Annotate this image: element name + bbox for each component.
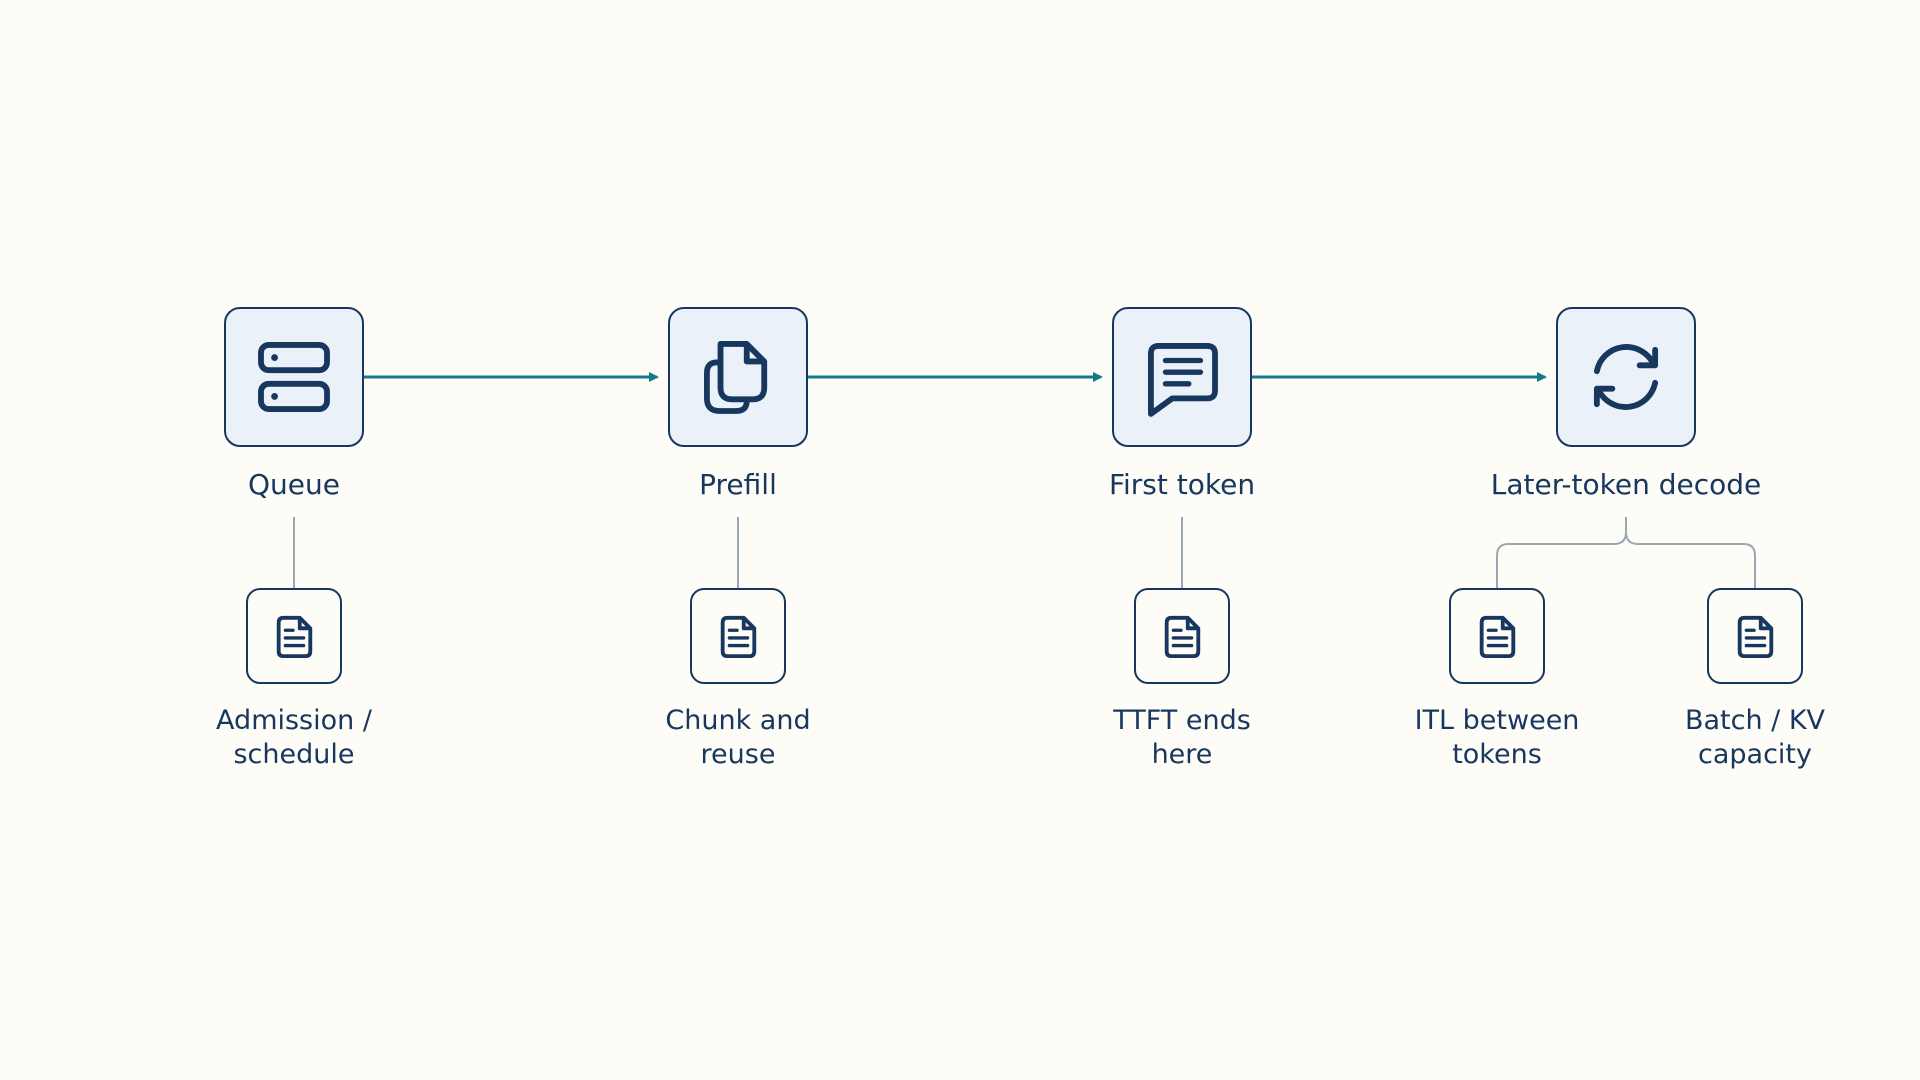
note-label-chunk-and-reuse: Chunk and reuse bbox=[665, 704, 810, 772]
note-itl-between-tokens bbox=[1449, 588, 1545, 684]
note-label-line: tokens bbox=[1452, 739, 1542, 770]
document-icon bbox=[720, 615, 757, 659]
note-label-line: Admission / bbox=[216, 705, 372, 736]
document-icon bbox=[1479, 615, 1516, 659]
note-label-line: capacity bbox=[1698, 739, 1812, 770]
note-label-batch-kv-capacity: Batch / KV capacity bbox=[1685, 704, 1825, 772]
document-icon bbox=[1737, 615, 1774, 659]
connector-decode-bracket bbox=[1496, 517, 1756, 588]
note-batch-kv-capacity bbox=[1707, 588, 1803, 684]
stage-prefill bbox=[668, 307, 808, 447]
stage-first-token bbox=[1112, 307, 1252, 447]
note-ttft-ends-here bbox=[1134, 588, 1230, 684]
note-admission-schedule bbox=[246, 588, 342, 684]
note-label-ttft-ends-here: TTFT ends here bbox=[1113, 704, 1251, 772]
stage-later-token-decode bbox=[1556, 307, 1696, 447]
stage-label-later-token-decode: Later-token decode bbox=[1490, 468, 1762, 501]
chat-icon bbox=[1147, 343, 1218, 417]
note-label-line: TTFT ends bbox=[1113, 705, 1251, 736]
note-label-admission-schedule: Admission / schedule bbox=[216, 704, 372, 772]
note-label-line: ITL between bbox=[1414, 705, 1580, 736]
note-label-itl-between-tokens: ITL between tokens bbox=[1415, 704, 1580, 772]
stage-label-first-token: First token bbox=[1108, 468, 1256, 501]
note-chunk-and-reuse bbox=[690, 588, 786, 684]
note-label-line: here bbox=[1151, 739, 1213, 770]
note-label-line: Chunk and bbox=[665, 705, 811, 736]
stage-label-prefill: Prefill bbox=[699, 468, 777, 501]
stage-label-queue: Queue bbox=[248, 468, 340, 501]
note-label-line: schedule bbox=[233, 739, 355, 770]
document-icon bbox=[276, 615, 313, 659]
note-label-line: reuse bbox=[700, 739, 776, 770]
copy-icon bbox=[704, 341, 768, 414]
refresh-icon bbox=[1593, 344, 1659, 410]
server-icon bbox=[258, 342, 330, 412]
document-icon bbox=[1164, 615, 1201, 659]
stage-queue bbox=[224, 307, 364, 447]
note-label-line: Batch / KV bbox=[1684, 705, 1826, 736]
